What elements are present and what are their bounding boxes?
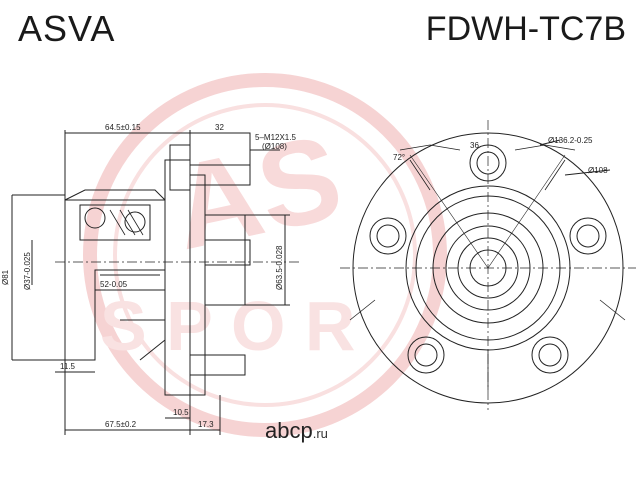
dim-37: Ø37-0.025 — [23, 252, 32, 290]
dim-17-3: 17.3 — [198, 420, 214, 429]
dim-136-2: Ø136.2-0.25 — [548, 136, 593, 145]
footer-logo: abcp.ru — [265, 418, 328, 444]
dim-angle-72: 72° — [393, 153, 405, 162]
bearing-ball-1 — [84, 207, 106, 229]
dim-108: Ø108 — [588, 166, 608, 175]
dim-81: Ø81 — [1, 269, 10, 285]
part-number: FDWH-TC7B — [425, 10, 626, 48]
bearing-ball-2 — [124, 211, 146, 233]
dim-36: 36 — [470, 141, 479, 150]
dim-63-5: Ø63.5-0.028 — [275, 245, 284, 290]
stud-bottom — [190, 354, 246, 376]
dim-thread: 5–M12X1.5 — [255, 133, 296, 142]
dim-10-5: 10.5 — [173, 408, 189, 417]
dim-11-5: 11.5 — [60, 362, 76, 371]
front-view — [340, 120, 636, 410]
footer-logo-suffix: .ru — [312, 426, 328, 441]
spindle — [205, 239, 251, 266]
brand-name: ASVA — [18, 8, 116, 49]
dim-pcd-side: (Ø108) — [262, 142, 287, 151]
dim-32: 32 — [215, 123, 224, 132]
dim-67-5: 67.5±0.2 — [105, 420, 137, 429]
svg-text:S P O R: S P O R — [100, 287, 355, 365]
dim-64-5: 64.5±0.15 — [105, 123, 141, 132]
footer-logo-text: abcp — [265, 418, 313, 443]
stud-top — [190, 164, 251, 186]
dim-52: 52-0.05 — [100, 280, 128, 289]
